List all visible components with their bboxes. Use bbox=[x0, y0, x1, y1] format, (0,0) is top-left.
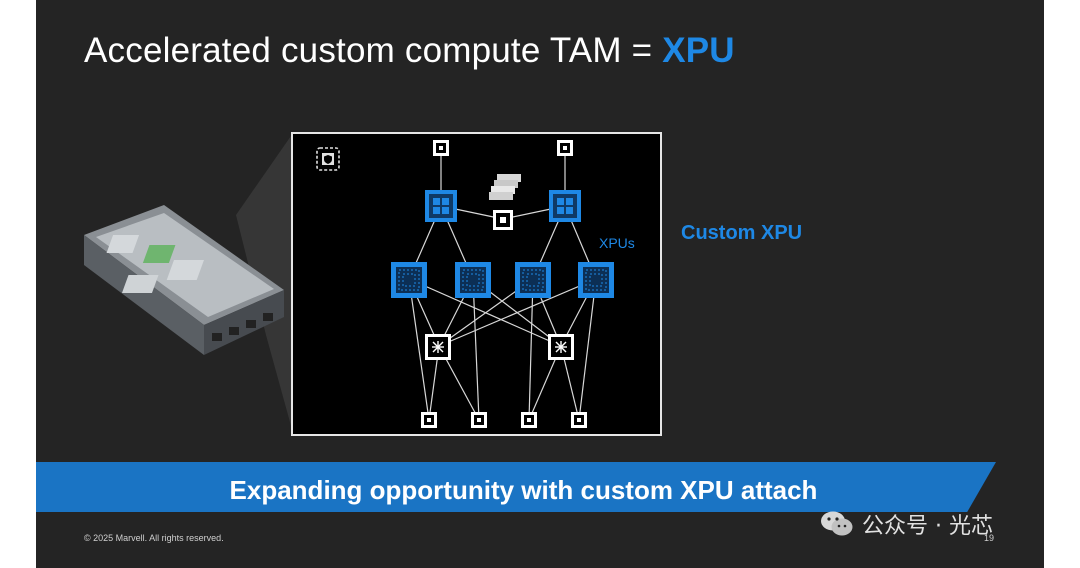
xpu-icon bbox=[455, 262, 491, 298]
watermark-text: 公众号 · 光芯 bbox=[862, 514, 993, 539]
title-accent: XPU bbox=[662, 31, 735, 70]
shield-chip-icon bbox=[316, 147, 340, 171]
top-node bbox=[557, 140, 573, 156]
xpu-icon bbox=[391, 262, 427, 298]
title-prefix: Accelerated custom compute TAM = bbox=[84, 31, 663, 70]
copyright: © 2025 Marvell. All rights reserved. bbox=[84, 533, 224, 543]
slide: Accelerated custom compute TAM = XPU bbox=[36, 0, 1044, 568]
slide-title: Accelerated custom compute TAM = XPU bbox=[84, 31, 735, 71]
xpus-label: XPUs bbox=[599, 235, 635, 251]
bottom-node bbox=[571, 412, 587, 428]
memory-stack-icon bbox=[489, 174, 521, 200]
memory-node bbox=[493, 210, 513, 230]
page-number: 19 bbox=[984, 533, 995, 543]
bottom-node bbox=[471, 412, 487, 428]
switch-icon bbox=[548, 334, 574, 360]
banner-bar bbox=[36, 462, 996, 512]
host-node bbox=[549, 190, 581, 222]
watermark: 公众号 · 光芯 bbox=[820, 508, 993, 540]
banner-text: Expanding opportunity with custom XPU at… bbox=[229, 475, 818, 505]
server-image bbox=[84, 205, 284, 355]
host-node bbox=[425, 190, 457, 222]
wechat-icon bbox=[821, 511, 853, 536]
top-node bbox=[433, 140, 449, 156]
bottom-node bbox=[421, 412, 437, 428]
xpu-icon bbox=[515, 262, 551, 298]
switch-icon bbox=[425, 334, 451, 360]
xpu-diagram bbox=[291, 132, 662, 436]
xpu-icon bbox=[578, 262, 614, 298]
custom-xpu-label: Custom XPU bbox=[681, 222, 803, 244]
bottom-node bbox=[521, 412, 537, 428]
